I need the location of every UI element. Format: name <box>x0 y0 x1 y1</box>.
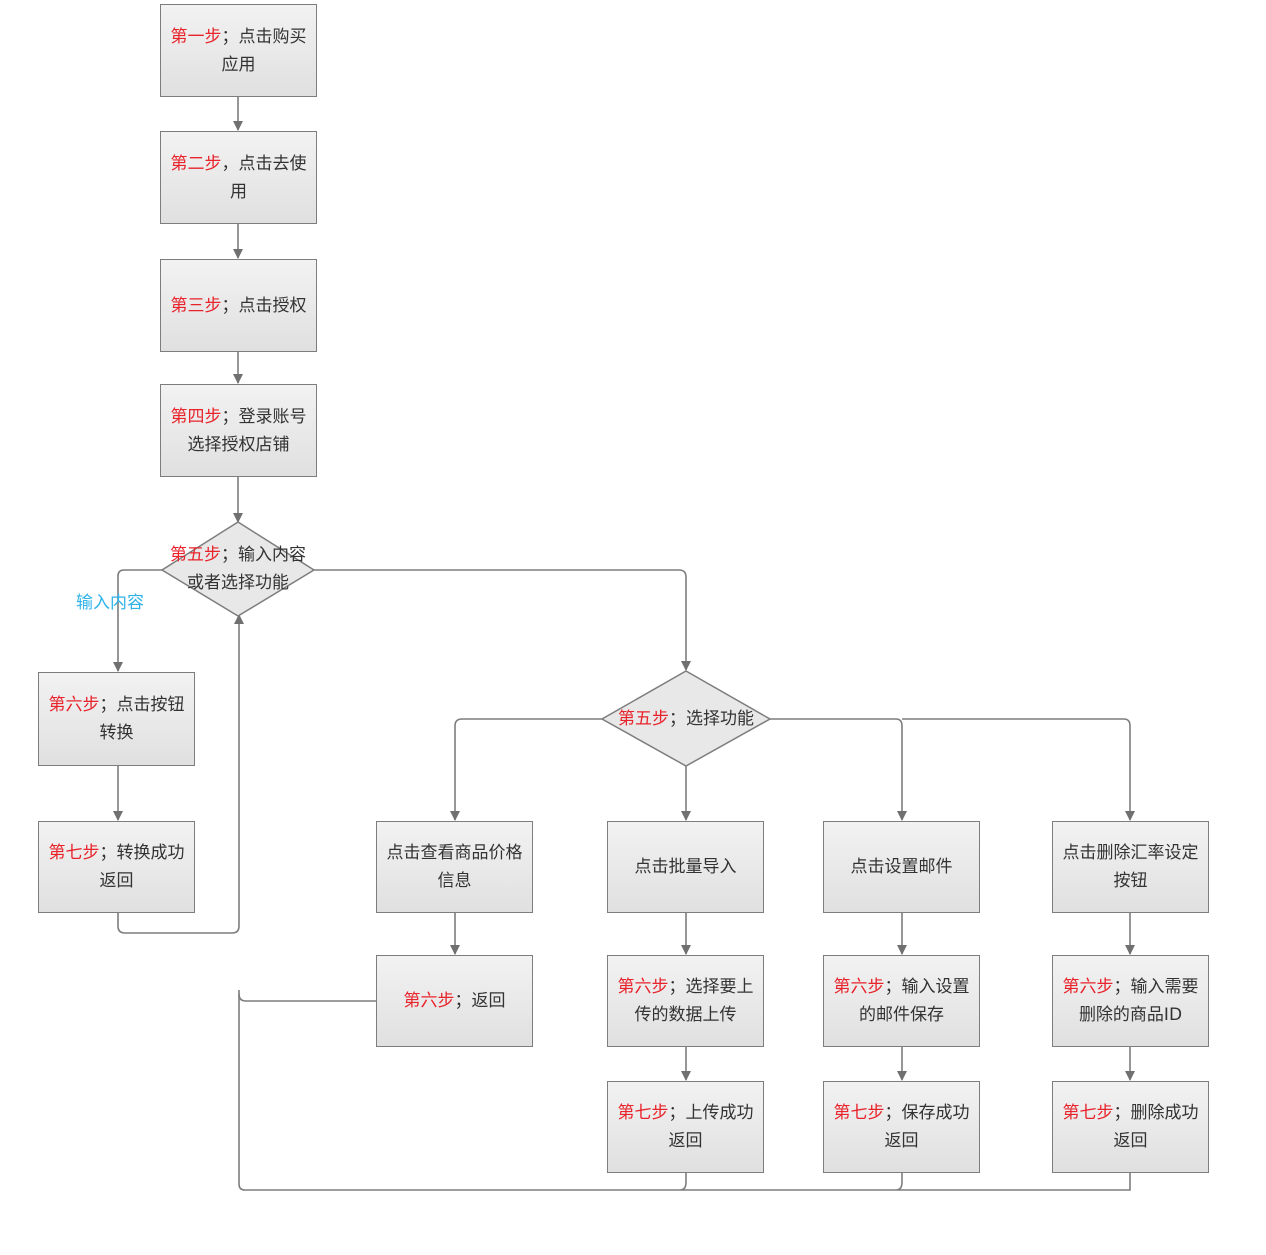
edge-d1-d2 <box>314 569 691 671</box>
node-text: ；选择要上传的数据上传 <box>634 977 754 1025</box>
node-text: ；输入内容或者选择功能 <box>187 545 306 593</box>
step-label: 第六步 <box>833 977 885 997</box>
node-text: ；点击按钮转换 <box>99 695 185 743</box>
step-label: 第四步 <box>170 406 222 427</box>
step-label: 第一步 <box>170 26 222 47</box>
node-e-step6: 第六步；输入设置的邮件保存 <box>823 955 980 1047</box>
node-text: 点击设置邮件 <box>850 857 953 877</box>
node-c-step7: 第七步；上传成功返回 <box>607 1081 764 1173</box>
step-label: 第六步 <box>48 695 100 715</box>
decision-step5-input-or-select: 第五步；输入内容或者选择功能 <box>162 541 314 597</box>
step-label: 第六步 <box>617 977 669 997</box>
step-label: 第六步 <box>403 991 455 1011</box>
node-e-step7: 第七步；保存成功返回 <box>823 1081 980 1173</box>
edge-b6-back <box>238 993 376 1002</box>
node-f-delete-rate: 点击删除汇率设定按钮 <box>1052 821 1209 913</box>
node-text: ；上传成功返回 <box>668 1103 754 1151</box>
node-step2: 第二步，点击去使用 <box>160 131 317 224</box>
step-label: 第七步 <box>1062 1103 1114 1123</box>
node-f-step7: 第七步；删除成功返回 <box>1052 1081 1209 1173</box>
node-a-step6: 第六步；点击按钮转换 <box>38 672 195 766</box>
node-text: ；输入设置的邮件保存 <box>859 977 970 1025</box>
node-text: 点击查看商品价格信息 <box>386 843 523 891</box>
node-text: ，点击去使用 <box>221 153 307 202</box>
node-c-batch-import: 点击批量导入 <box>607 821 764 913</box>
node-text: ；返回 <box>454 991 506 1011</box>
node-text: ；点击授权 <box>221 295 307 316</box>
edge-d2-e1 <box>770 718 907 821</box>
decision-step5-select-function: 第五步；选择功能 <box>596 705 776 733</box>
node-f-step6: 第六步；输入需要删除的商品ID <box>1052 955 1209 1047</box>
node-text: ；登录账号选择授权店铺 <box>187 406 307 455</box>
step-label: 第七步 <box>617 1103 669 1123</box>
step-label: 第六步 <box>1062 977 1114 997</box>
node-text: ；删除成功返回 <box>1113 1103 1199 1151</box>
edge-bottom-return <box>238 990 1131 1191</box>
step-label: 第七步 <box>833 1103 885 1123</box>
step-label: 第三步 <box>170 295 222 316</box>
node-text: 点击批量导入 <box>634 857 737 877</box>
decision-shape-d2 <box>600 670 772 767</box>
edge-d2-f1 <box>902 718 1135 821</box>
node-a-step7: 第七步；转换成功返回 <box>38 821 195 913</box>
node-b-step6: 第六步；返回 <box>376 955 533 1047</box>
node-step1: 第一步；点击购买应用 <box>160 4 317 97</box>
decision-shape-d1 <box>160 521 316 617</box>
step-label: 第五步 <box>618 709 669 729</box>
node-text: ；点击购买应用 <box>221 26 307 75</box>
step-label: 第二步 <box>170 153 222 174</box>
node-c-step6: 第六步；选择要上传的数据上传 <box>607 955 764 1047</box>
edge-d1-a6 <box>113 569 162 672</box>
node-text: ；选择功能 <box>669 709 754 729</box>
branch-label-input-content: 输入内容 <box>76 593 144 613</box>
step-label: 第七步 <box>48 843 100 863</box>
edge-a7-d1 <box>117 614 244 934</box>
node-step4: 第四步；登录账号选择授权店铺 <box>160 384 317 477</box>
node-b-view-price: 点击查看商品价格信息 <box>376 821 533 913</box>
node-e-set-email: 点击设置邮件 <box>823 821 980 913</box>
node-text: ；输入需要删除的商品ID <box>1078 977 1199 1025</box>
node-text: ；转换成功返回 <box>99 843 185 891</box>
edge-d2-b1 <box>450 718 602 821</box>
node-text: 点击删除汇率设定按钮 <box>1062 843 1199 891</box>
node-step3: 第三步；点击授权 <box>160 259 317 352</box>
step-label: 第五步 <box>170 545 221 565</box>
node-text: ；保存成功返回 <box>884 1103 970 1151</box>
